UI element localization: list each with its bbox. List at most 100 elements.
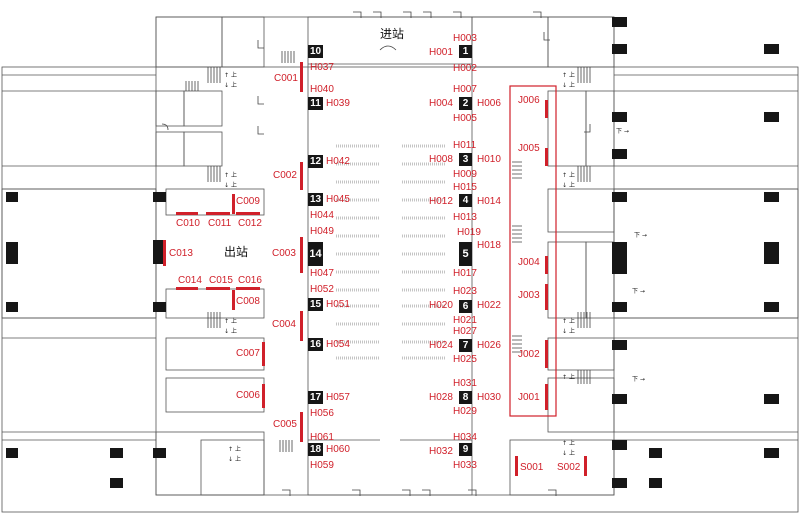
stairs-up-arrow: ↓ 上	[562, 82, 575, 89]
label-h009: H009	[453, 169, 477, 180]
label-h040: H040	[310, 84, 334, 95]
gate-number-17: 17	[308, 391, 323, 404]
label-j004: J004	[518, 257, 540, 268]
label-h047: H047	[310, 268, 334, 279]
label-j003: J003	[518, 290, 540, 301]
gate-number-2: 2	[459, 97, 472, 110]
label-h008: H008	[429, 154, 453, 165]
label-h026: H026	[477, 340, 501, 351]
label-h056: H056	[310, 408, 334, 419]
label-h032: H032	[429, 446, 453, 457]
label-h007: H007	[453, 84, 477, 95]
label-c011: C011	[208, 218, 232, 229]
gate-number-13: 13	[308, 193, 323, 206]
label-c005: C005	[273, 419, 297, 430]
label-h022: H022	[477, 300, 501, 311]
label-c010: C010	[176, 218, 200, 229]
gate-number-3: 3	[459, 153, 472, 166]
stairs-up-arrow: ↑ 上	[224, 172, 237, 179]
stairs-up-arrow: ↑ 上	[562, 374, 575, 381]
gate-number-12: 12	[308, 155, 323, 168]
escalator-down-arrow: 下 →	[616, 128, 629, 135]
label-c004: C004	[272, 319, 296, 330]
label-h024: H024	[429, 340, 453, 351]
label-h030: H030	[477, 392, 501, 403]
label-h013: H013	[453, 212, 477, 223]
label-h060: H060	[326, 444, 350, 455]
label-h054: H054	[326, 339, 350, 350]
label-h002: H002	[453, 63, 477, 74]
gate-number-1: 1	[459, 45, 472, 58]
label-h028: H028	[429, 392, 453, 403]
gate-number-10: 10	[308, 45, 323, 58]
stairs-up-arrow: ↓ 上	[562, 182, 575, 189]
label-h045: H045	[326, 194, 350, 205]
stairs-up-arrow: ↑ 上	[228, 446, 241, 453]
label-h059: H059	[310, 460, 334, 471]
label-h006: H006	[477, 98, 501, 109]
label-h044: H044	[310, 210, 334, 221]
label-h011: H011	[453, 140, 477, 151]
label-c002: C002	[273, 170, 297, 181]
escalator-down-arrow: 下 →	[632, 288, 645, 295]
escalator-down-arrow: 下 →	[632, 376, 645, 383]
label-h004: H004	[429, 98, 453, 109]
gate-number-4: 4	[459, 194, 472, 207]
label-c006: C006	[236, 390, 260, 401]
stairs-up-arrow: ↓ 上	[562, 450, 575, 457]
label-h015: H015	[453, 182, 477, 193]
label-h061: H061	[310, 432, 334, 443]
label-c016: C016	[238, 275, 262, 286]
gate-number-6: 6	[459, 300, 472, 313]
gate-number-11: 11	[308, 97, 323, 110]
stairs-up-arrow: ↓ 上	[224, 82, 237, 89]
label-h005: H005	[453, 113, 477, 124]
label-j006: J006	[518, 95, 540, 106]
stairs-up-arrow: ↑ 上	[562, 318, 575, 325]
label-c014: C014	[178, 275, 202, 286]
label-h017: H017	[453, 268, 477, 279]
label-h033: H033	[453, 460, 477, 471]
label-h012: H012	[429, 196, 453, 207]
label-c008: C008	[236, 296, 260, 307]
stairs-up-arrow: ↓ 上	[224, 182, 237, 189]
exit-label: 出站	[224, 245, 249, 259]
escalator-down-arrow: 下 →	[634, 232, 647, 239]
gate-number-16: 16	[308, 338, 323, 351]
label-h049: H049	[310, 226, 334, 237]
label-h051: H051	[326, 299, 350, 310]
label-h021: H021	[453, 315, 477, 326]
stairs-up-arrow: ↓ 上	[224, 328, 237, 335]
label-j005: J005	[518, 143, 540, 154]
gate-number-14: 14	[308, 242, 323, 266]
gate-number-18: 18	[308, 443, 323, 456]
label-h037: H037	[310, 62, 334, 73]
label-c013: C013	[169, 248, 193, 259]
label-h020: H020	[429, 300, 453, 311]
label-h001: H001	[429, 47, 453, 58]
label-h034: H034	[453, 432, 477, 443]
label-h052: H052	[310, 284, 334, 295]
label-h057: H057	[326, 392, 350, 403]
label-h031: H031	[453, 378, 477, 389]
label-h027: H027	[453, 326, 477, 337]
gate-number-7: 7	[459, 339, 472, 352]
entrance-label: 进站	[380, 27, 405, 41]
gate-number-8: 8	[459, 391, 472, 404]
stairs-up-arrow: ↑ 上	[562, 172, 575, 179]
gate-number-15: 15	[308, 298, 323, 311]
label-h003: H003	[453, 33, 477, 44]
label-h039: H039	[326, 98, 350, 109]
label-h025: H025	[453, 354, 477, 365]
outer-wall-main	[1, 66, 799, 513]
label-s002: S002	[557, 462, 581, 473]
j-zone-outline	[509, 85, 557, 417]
label-c001: C001	[274, 73, 298, 84]
label-h019: H019	[457, 227, 481, 238]
label-c012: C012	[238, 218, 262, 229]
label-c007: C007	[236, 348, 260, 359]
stairs-up-arrow: ↑ 上	[224, 318, 237, 325]
stairs-up-arrow: ↓ 上	[228, 456, 241, 463]
label-c015: C015	[209, 275, 233, 286]
